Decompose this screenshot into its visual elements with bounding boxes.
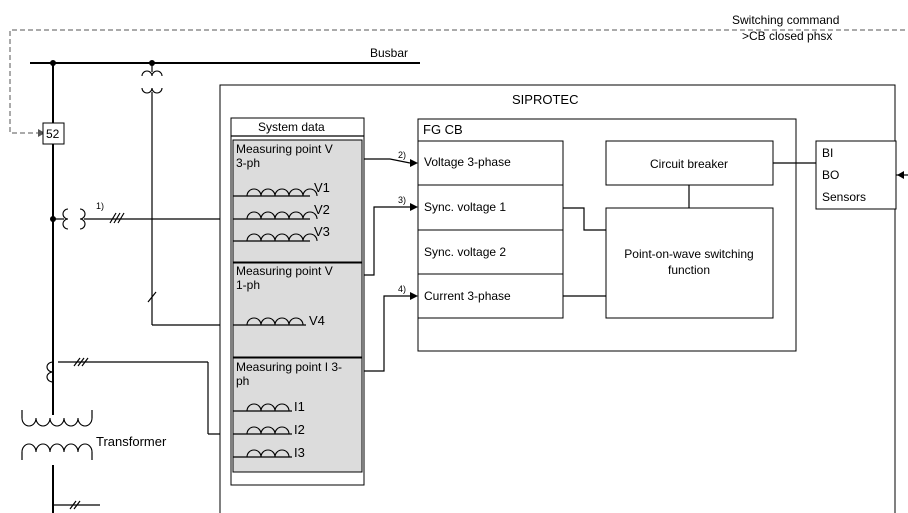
conn-v1ph xyxy=(364,206,410,276)
winding-i3-label: I3 xyxy=(294,445,305,460)
winding-v3: V3 xyxy=(233,224,330,242)
io-sensors-label: Sensors xyxy=(822,190,866,204)
mp-v3-label-line1: Measuring point V xyxy=(236,142,333,156)
mp-i3-label-line1: Measuring point I 3- xyxy=(236,360,342,374)
footnote-2: 2) xyxy=(398,150,406,160)
fg-row-current-3phase xyxy=(417,273,564,319)
winding-v1: V1 xyxy=(233,180,330,197)
winding-i3: I3 xyxy=(233,445,305,460)
fg-row-sync-voltage-1-label: Sync. voltage 1 xyxy=(424,200,506,214)
measuring-point-i-3ph xyxy=(232,357,363,473)
fg-row-voltage-3phase-label: Voltage 3-phase xyxy=(424,155,511,169)
circuit-breaker-label: Circuit breaker xyxy=(650,157,728,171)
cb-closed-phsx-label: >CB closed phsx xyxy=(742,29,832,43)
winding-v2-label: V2 xyxy=(314,202,330,217)
transformer-secondary-coil xyxy=(21,443,93,453)
feeder-ct-coil xyxy=(46,361,54,383)
fg-row-sync-voltage-2 xyxy=(417,229,564,275)
winding-i1: I1 xyxy=(233,399,305,414)
bottom-ct-tick-1 xyxy=(69,500,77,510)
winding-i2-label: I2 xyxy=(294,422,305,437)
conn-v3ph xyxy=(364,158,411,164)
io-box xyxy=(815,140,897,210)
mp-i3-label-line2: ph xyxy=(236,374,249,388)
feeder-vt-tick-1 xyxy=(109,212,117,224)
conn-i3ph xyxy=(364,295,410,372)
switching-command-label: Switching command xyxy=(732,13,839,27)
winding-v2: V2 xyxy=(233,202,330,220)
pow-label-line1: Point-on-wave switching xyxy=(624,247,753,261)
mp-v1-label-line1: Measuring point V xyxy=(236,264,333,278)
io-bo-label: BO xyxy=(822,168,839,182)
external-input-arrow xyxy=(897,171,904,179)
switching-command-line xyxy=(9,29,905,134)
footnote-4: 4) xyxy=(398,284,406,294)
fg-cb-label: FG CB xyxy=(423,122,463,137)
point-on-wave-box xyxy=(605,207,774,319)
mp-v1-label-line2: 1-ph xyxy=(236,278,260,292)
cb-number-label: 52 xyxy=(46,127,60,141)
measuring-point-v-3ph xyxy=(232,139,363,263)
measuring-point-v-1ph xyxy=(232,262,363,358)
bottom-ct-tick-2 xyxy=(73,500,81,510)
conn-v1ph-arrow xyxy=(410,203,418,211)
winding-v1-label: V1 xyxy=(314,180,330,195)
transformer-label: Transformer xyxy=(96,434,167,449)
fg-row-sync-voltage-2-label: Sync. voltage 2 xyxy=(424,245,506,259)
transformer-primary-coil xyxy=(21,417,93,427)
io-bi-label: BI xyxy=(822,146,833,160)
busbar-vt-coil-top xyxy=(141,70,163,77)
sync1-to-pow-line xyxy=(563,207,606,231)
winding-v4-label: V4 xyxy=(309,313,325,328)
conn-v3ph-arrow xyxy=(410,159,418,167)
system-data-title: System data xyxy=(258,120,325,134)
busbar-vt-tick xyxy=(147,291,157,303)
pow-label-line2: function xyxy=(668,263,710,277)
winding-v3-label: V3 xyxy=(314,224,330,239)
feeder-vt-coil-right xyxy=(79,208,86,230)
busbar-label: Busbar xyxy=(370,46,408,60)
circuit-breaker-box xyxy=(605,140,774,186)
footnote-3: 3) xyxy=(398,195,406,205)
ct-tick-3 xyxy=(81,357,89,367)
feeder-vt-coil-left xyxy=(62,208,69,230)
switching-command-arrow xyxy=(38,129,45,137)
ct-tick-1 xyxy=(73,357,81,367)
siprotec-label: SIPROTEC xyxy=(512,92,578,107)
winding-i2: I2 xyxy=(233,422,305,437)
winding-v4: V4 xyxy=(233,313,325,328)
feeder-vt-tick-2 xyxy=(113,212,121,224)
footnote-1: 1) xyxy=(96,201,104,211)
conn-i3ph-arrow xyxy=(410,292,418,300)
busbar-vt-coil-bottom xyxy=(141,87,163,94)
ct-tick-2 xyxy=(77,357,85,367)
feeder-vt-tick-3 xyxy=(117,212,125,224)
winding-i1-label: I1 xyxy=(294,399,305,414)
fg-row-current-3phase-label: Current 3-phase xyxy=(424,289,511,303)
mp-v3-label-line2: 3-ph xyxy=(236,156,260,170)
